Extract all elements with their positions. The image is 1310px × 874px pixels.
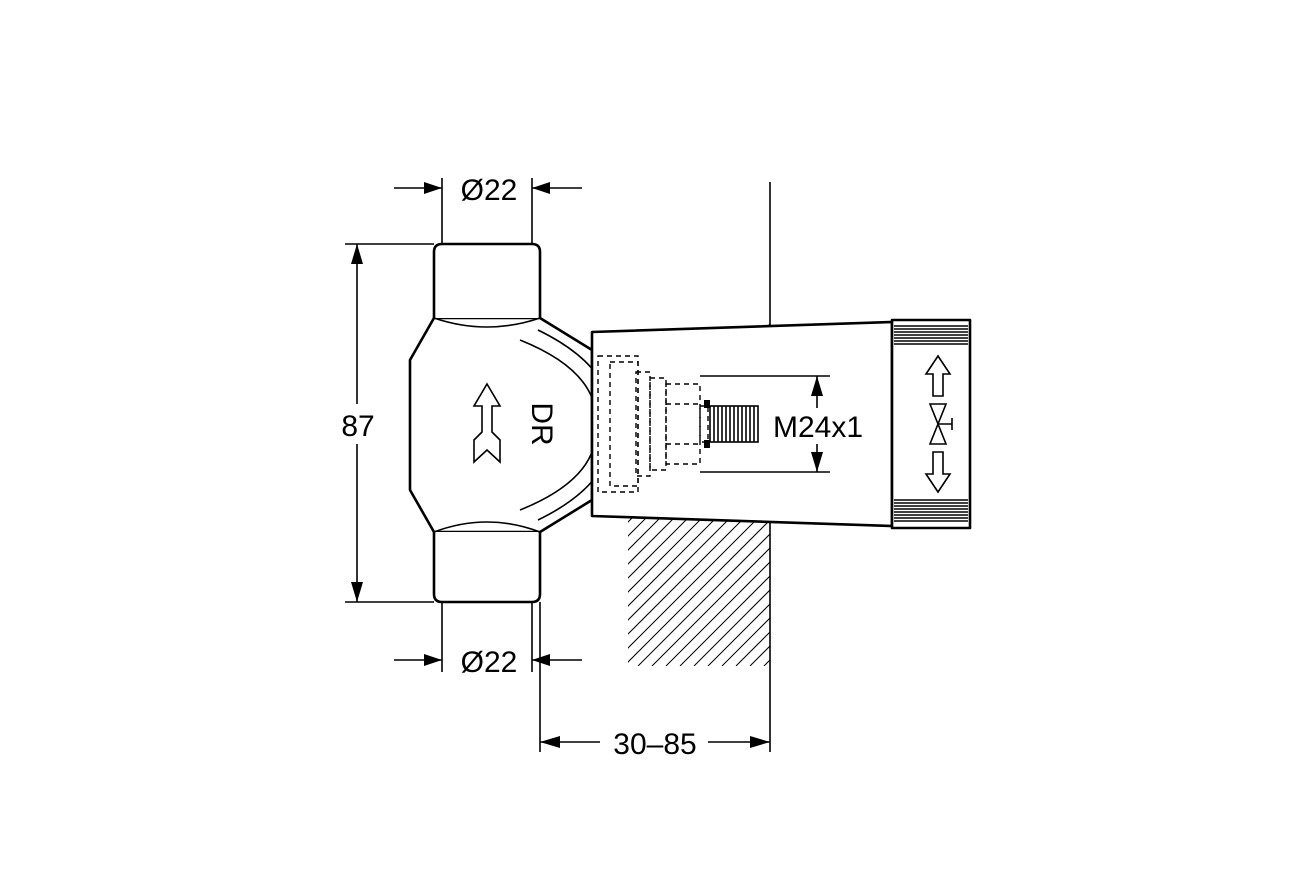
wall-section <box>628 182 771 666</box>
lower-transition-curve <box>433 521 541 533</box>
bottom-pipe-stub <box>432 532 542 604</box>
flow-direction-arrow-icon <box>472 382 502 464</box>
cap-knurl-top <box>894 325 968 345</box>
wall-hatch-bottom <box>628 516 770 666</box>
upper-flank-edge <box>409 317 435 361</box>
valve-cap <box>890 318 972 530</box>
valve-symbol-icon <box>928 403 953 445</box>
dimension-height: 87 <box>336 243 434 603</box>
lower-flank-edge <box>409 489 435 533</box>
dimension-bottom-diameter: Ø22 <box>394 602 582 679</box>
valve-body: DR <box>408 242 613 604</box>
thread-label: M24x1 <box>773 411 863 444</box>
hidden-internal-parts <box>597 355 709 493</box>
cap-body <box>890 318 972 530</box>
open-arrow-up-icon <box>924 354 952 397</box>
bottom-diameter-label: Ø22 <box>461 646 518 679</box>
height-label: 87 <box>341 410 374 443</box>
top-diameter-label: Ø22 <box>461 174 518 207</box>
dimension-thread: M24x1 <box>700 375 868 473</box>
close-arrow-down-icon <box>924 451 952 494</box>
valve-housing <box>408 316 594 534</box>
cap-knurl-bottom <box>894 499 968 522</box>
dimension-top-diameter: Ø22 <box>394 174 582 244</box>
depth-range-label: 30–85 <box>613 728 696 761</box>
valve-extension <box>590 320 894 528</box>
upper-transition-curve <box>433 317 541 328</box>
top-pipe-stub <box>432 242 542 318</box>
body-marking: DR <box>525 402 558 445</box>
threaded-spindle <box>704 400 759 448</box>
dimension-depth-range: 30–85 <box>539 602 771 761</box>
